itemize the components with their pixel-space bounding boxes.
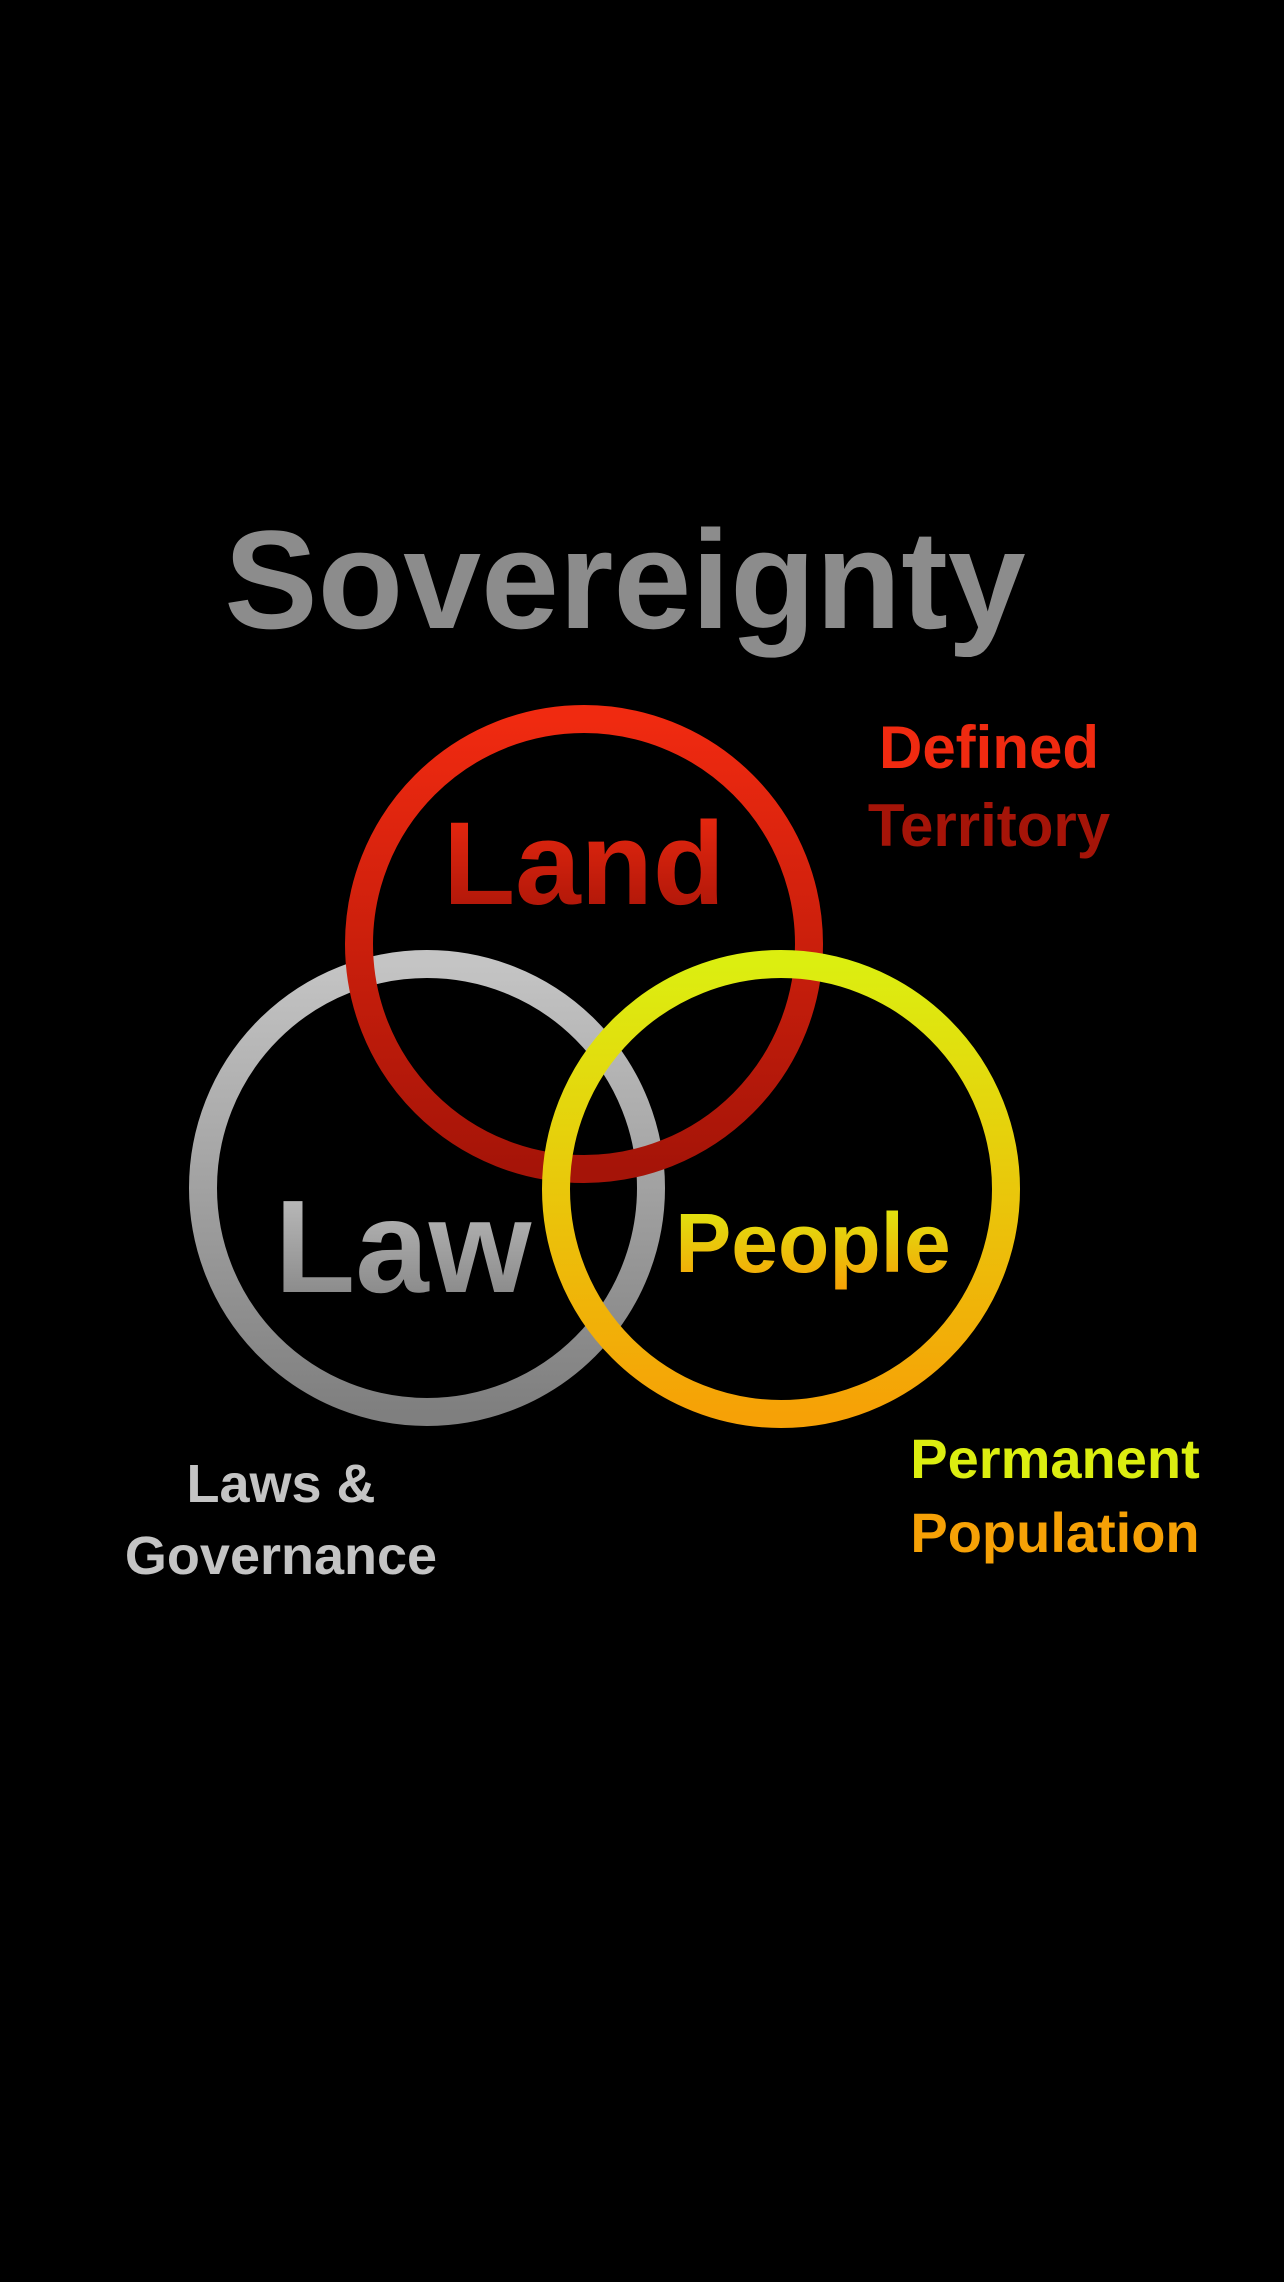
- law-caption-line-2: Governance: [125, 1526, 437, 1586]
- land-caption-line-2: Territory: [868, 792, 1111, 859]
- diagram-title: Sovereignty: [224, 501, 1026, 658]
- land-circle: [345, 705, 823, 1183]
- people-caption-line-1: Permanent: [910, 1427, 1199, 1490]
- law-circle: [189, 950, 665, 1426]
- law-label: Law: [275, 1173, 532, 1320]
- people-circle: [542, 950, 1020, 1428]
- land-caption-line-1: Defined: [879, 714, 1099, 781]
- land-label: Land: [443, 798, 725, 930]
- law-caption-line-1: Laws &: [186, 1454, 375, 1514]
- people-caption-line-2: Population: [910, 1501, 1199, 1564]
- people-label: People: [675, 1196, 950, 1290]
